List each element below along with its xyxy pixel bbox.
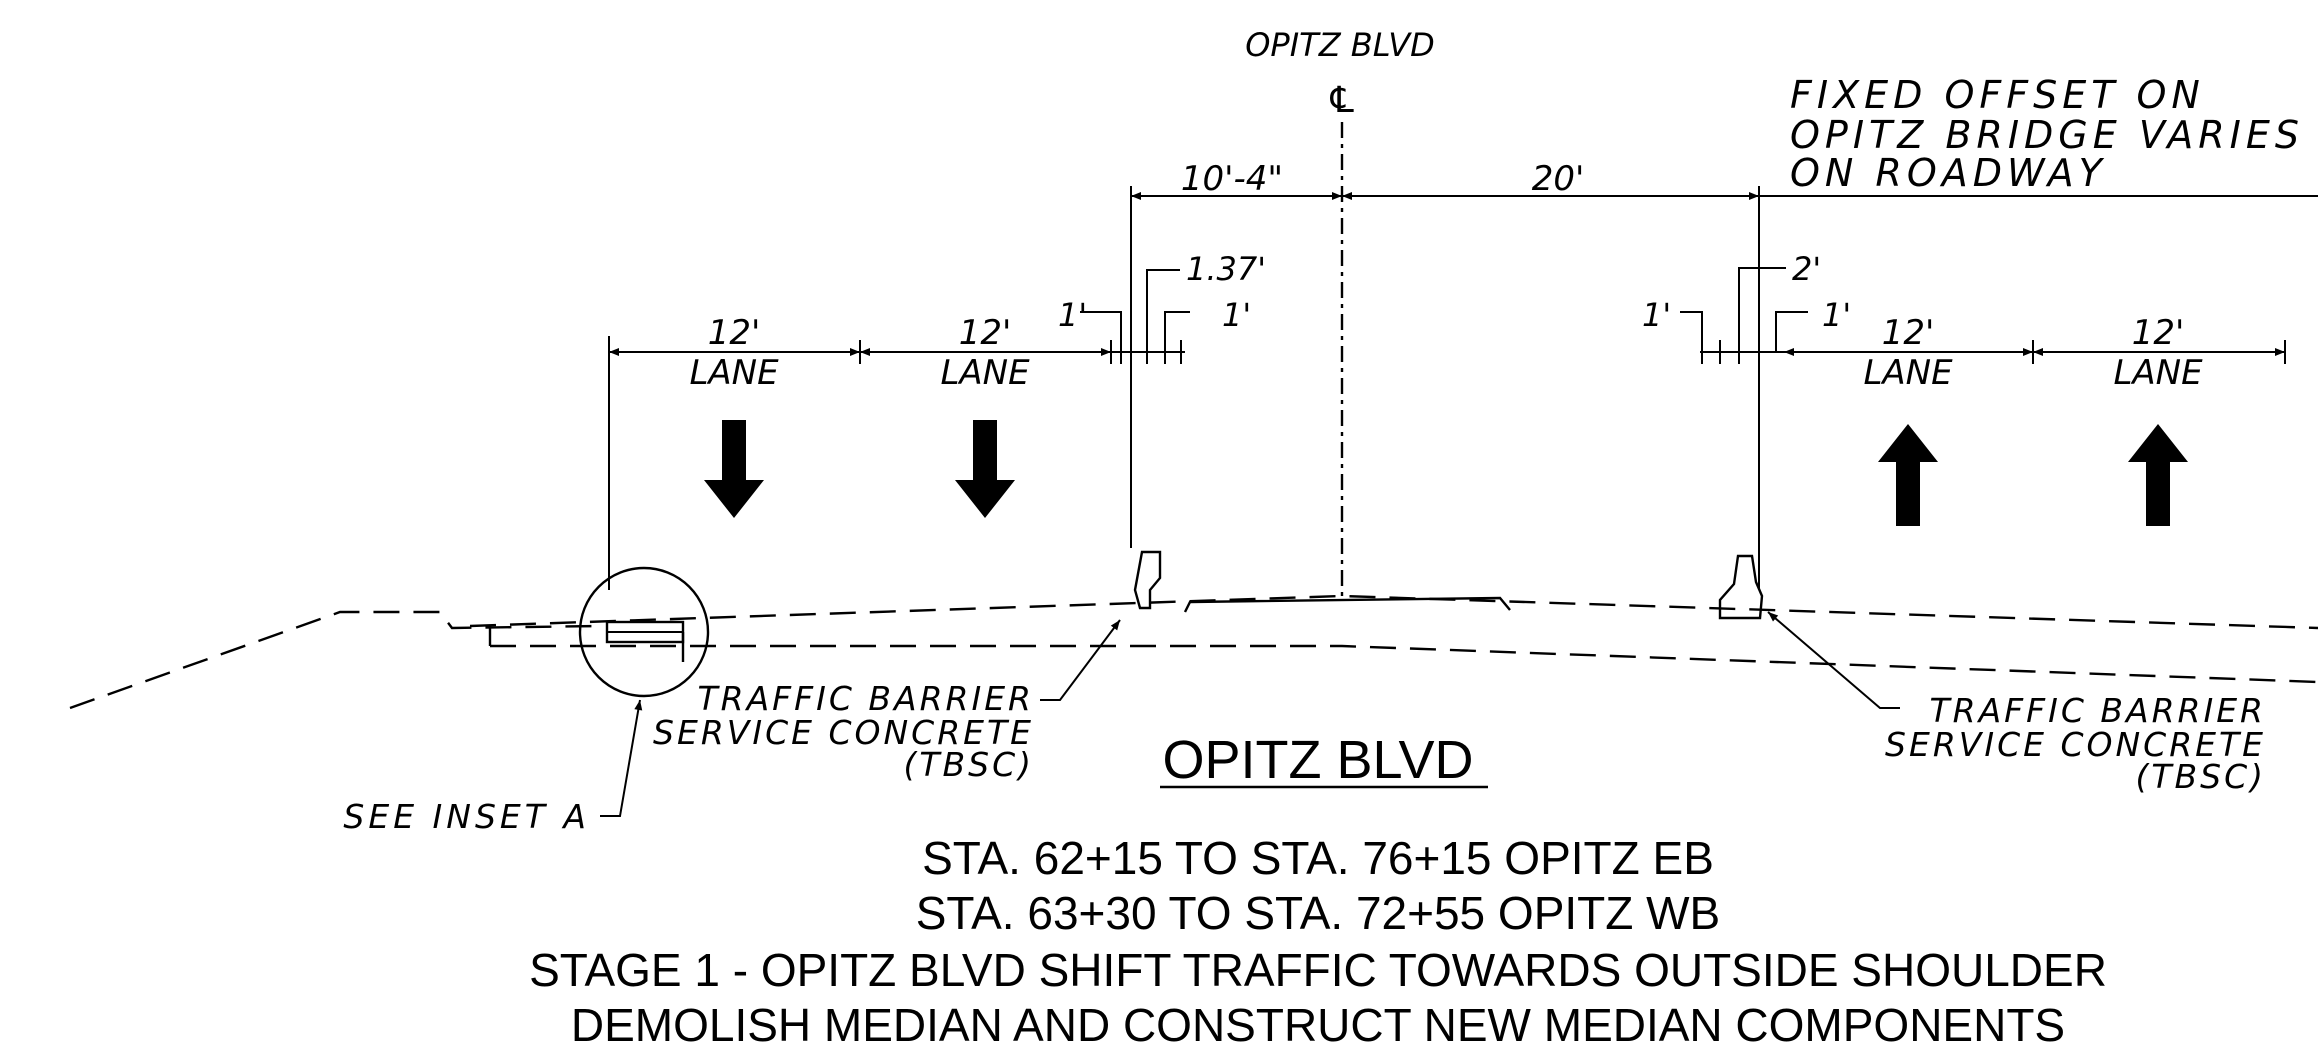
left-callout-line-3: (TBSC): [903, 745, 1034, 784]
lane-1-down-arrow: [704, 420, 764, 518]
lane-4-label: LANE: [2113, 353, 2203, 393]
centerline-symbol: ℄: [1326, 80, 1358, 121]
right-lane-dimensions: 1' 1' 2': [1642, 250, 2286, 364]
note-line-2: STA. 63+30 TO STA. 72+55 OPITZ WB: [916, 887, 1720, 939]
lane-3-label: LANE: [1863, 353, 1953, 393]
dim-left-barrier-width: 1.37': [1186, 250, 1266, 288]
lane-4-up-arrow: [2128, 424, 2188, 526]
bridge-note-line-3: ON ROADWAY: [1790, 151, 2107, 195]
dim-centerline-to-right: 20': [1532, 159, 1585, 199]
right-barrier-tbsc: [1718, 554, 1764, 620]
note-line-4: DEMOLISH MEDIAN AND CONSTRUCT NEW MEDIAN…: [571, 999, 2065, 1051]
lane-3-width: 12': [1882, 313, 1935, 353]
note-line-1: STA. 62+15 TO STA. 76+15 OPITZ EB: [922, 832, 1714, 884]
lane-4-width: 12': [2132, 313, 2185, 353]
lane-1-label: LANE: [689, 353, 779, 393]
lane-1: 12' LANE: [689, 313, 779, 518]
left-barrier-leader: [1040, 619, 1121, 701]
section-title: OPITZ BLVD: [1162, 730, 1473, 790]
dim-left-to-centerline: 10'-4": [1181, 159, 1283, 199]
right-callout-line-2: SERVICE CONCRETE: [1885, 725, 2266, 764]
inset-leader: [600, 699, 643, 817]
pavement-profile: [69, 594, 2318, 710]
centerline-road-label: OPITZ BLVD: [1245, 26, 1435, 64]
bridge-note: FIXED OFFSET ON OPITZ BRIDGE VARIES ON R…: [1790, 73, 2304, 195]
left-barrier-tbsc: [1133, 550, 1162, 610]
lane-3: 12' LANE: [1863, 313, 1953, 526]
dim-right-offset-a: 1': [1642, 296, 1671, 334]
dim-right-barrier-width: 2': [1792, 250, 1821, 288]
left-callout-line-1: TRAFFIC BARRIER: [698, 679, 1034, 718]
dim-left-offset-a: 1': [1058, 296, 1087, 334]
right-callout-line-1: TRAFFIC BARRIER: [1930, 691, 2266, 730]
median-outline: [1183, 596, 1511, 613]
stage-notes: STA. 62+15 TO STA. 76+15 OPITZ EB STA. 6…: [529, 832, 2107, 1051]
lane-1-width: 12': [708, 313, 761, 353]
upper-dimension: 10'-4" 20': [1130, 159, 2318, 590]
lane-2-width: 12': [959, 313, 1012, 353]
lane-2-label: LANE: [940, 353, 1030, 393]
right-barrier-callout: TRAFFIC BARRIER SERVICE CONCRETE (TBSC): [1885, 691, 2266, 796]
dim-right-offset-b: 1': [1822, 296, 1851, 334]
right-callout-line-3: (TBSC): [2135, 757, 2266, 796]
left-callout-line-2: SERVICE CONCRETE: [653, 713, 1034, 752]
left-barrier-callout: TRAFFIC BARRIER SERVICE CONCRETE (TBSC): [653, 679, 1034, 784]
bridge-note-line-1: FIXED OFFSET ON: [1790, 73, 2205, 117]
right-barrier-leader: [1767, 611, 1900, 709]
lane-2-down-arrow: [955, 420, 1015, 518]
inset-callout: SEE INSET A: [343, 797, 590, 836]
dim-left-offset-b: 1': [1222, 296, 1251, 334]
lane-4: 12' LANE: [2113, 313, 2203, 526]
left-lane-dimensions: 1' 1' 1.37': [608, 250, 1266, 590]
inset-a-marker[interactable]: [578, 566, 710, 698]
lane-3-up-arrow: [1878, 424, 1938, 526]
note-line-3: STAGE 1 - OPITZ BLVD SHIFT TRAFFIC TOWAR…: [529, 944, 2107, 996]
lane-2: 12' LANE: [940, 313, 1030, 518]
bridge-note-line-2: OPITZ BRIDGE VARIES: [1790, 113, 2304, 157]
